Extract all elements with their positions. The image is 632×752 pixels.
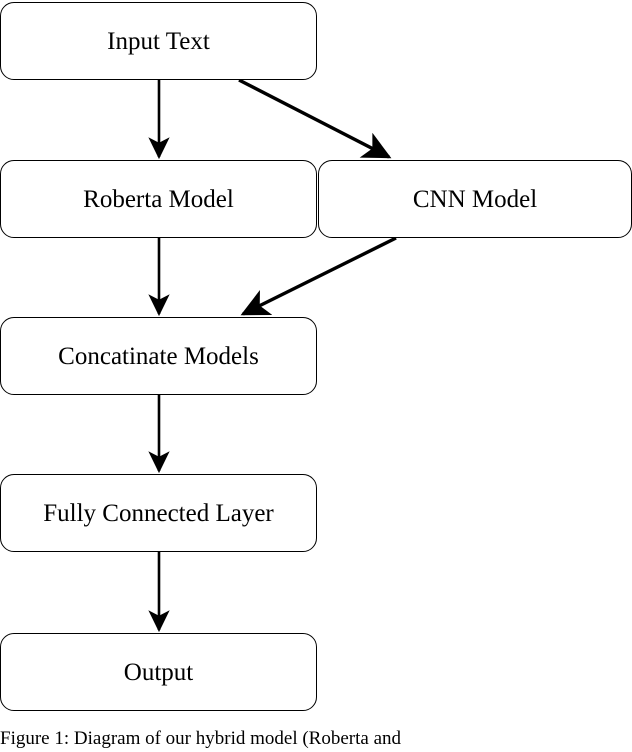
node-label-concatinate-models: Concatinate Models [58,342,259,370]
node-fully-connected-layer: Fully Connected Layer [0,474,317,552]
node-output: Output [0,633,317,711]
node-label-cnn-model: CNN Model [412,185,538,213]
node-label-output: Output [123,658,194,686]
figure-caption: Figure 1: Diagram of our hybrid model (R… [0,728,402,749]
node-concatinate-models: Concatinate Models [0,317,317,395]
edge-cnn-model-to-concatinate [240,236,397,316]
node-cnn-model: CNN Model [318,160,632,238]
node-roberta-model: Roberta Model [0,160,317,238]
node-input-text: Input Text [0,2,317,80]
node-label-fully-connected-layer: Fully Connected Layer [43,499,274,527]
edge-input-text-to-cnn-model [238,78,392,159]
node-label-input-text: Input Text [107,27,210,55]
node-label-roberta-model: Roberta Model [83,185,234,213]
